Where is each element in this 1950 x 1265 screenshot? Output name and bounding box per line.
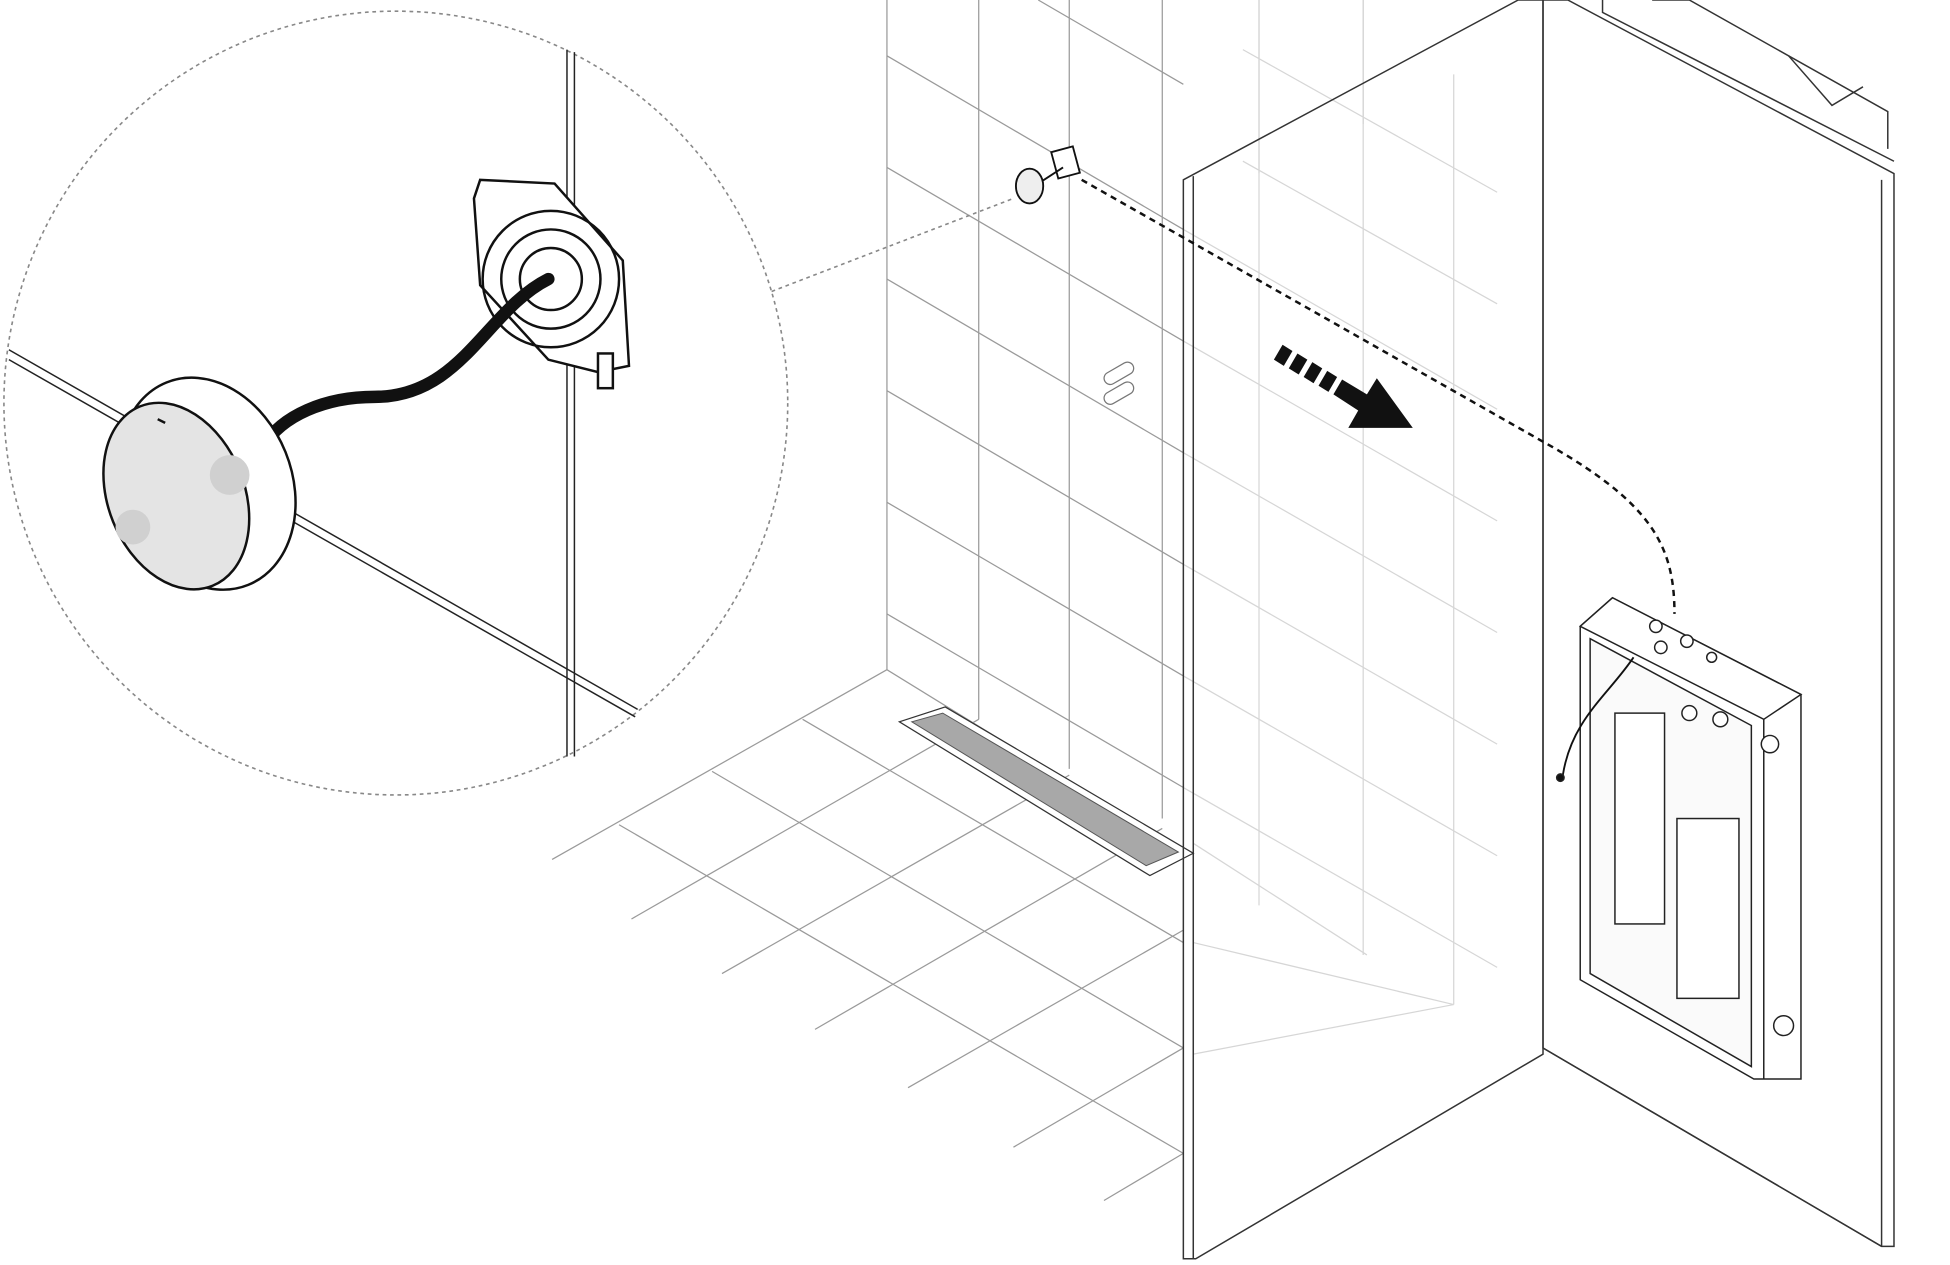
glass-panel — [1182, 0, 1544, 1260]
control-box-icon — [1555, 596, 1803, 1080]
direction-arrow-icon — [1273, 344, 1413, 428]
sensor-cable — [256, 272, 555, 453]
floor-grid — [551, 669, 1184, 1202]
pipe-stubs — [1103, 361, 1135, 405]
linear-drain — [897, 706, 1195, 877]
sensor-button-icon — [102, 376, 297, 591]
cable-route — [1081, 178, 1676, 614]
tiles-behind-glass — [1183, 49, 1498, 1005]
magnifier-callout — [3, 10, 1014, 796]
wall-sensor-icon — [1014, 145, 1081, 205]
floor-grid-behind-glass — [1192, 842, 1454, 1055]
